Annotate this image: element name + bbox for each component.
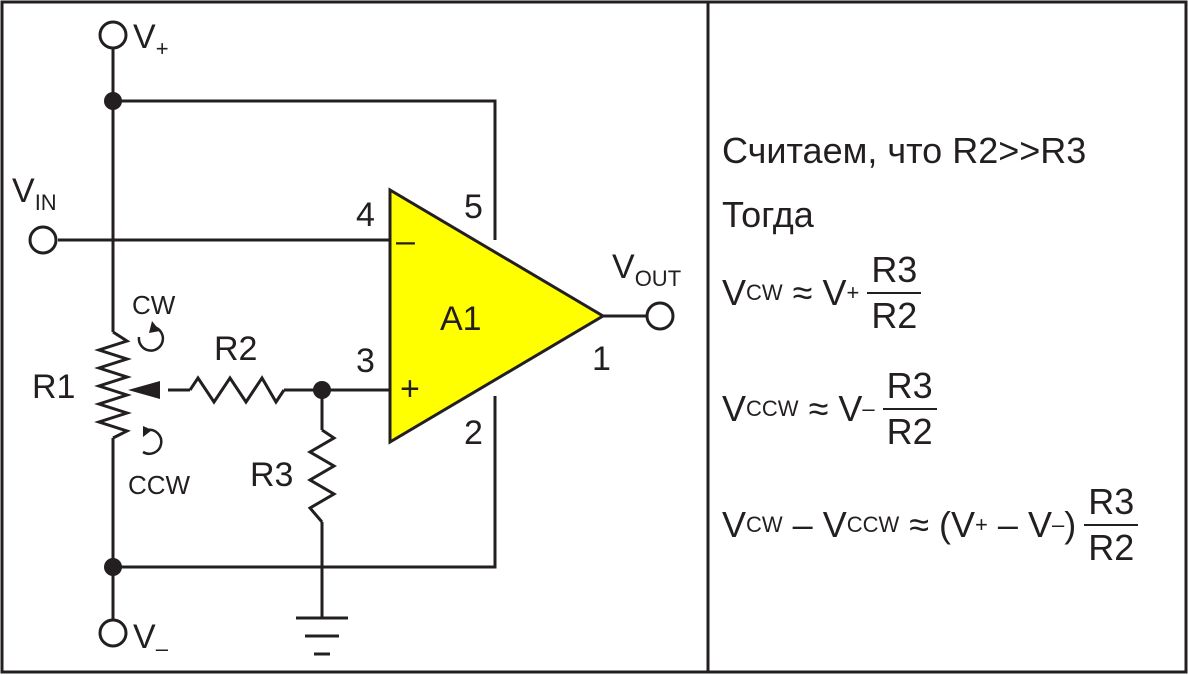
resistor-r3 <box>307 428 337 523</box>
pin-3-label: 3 <box>356 342 375 380</box>
noninverting-sign: + <box>400 370 420 408</box>
wires <box>58 48 646 620</box>
r1-label: R1 <box>32 368 75 406</box>
cw-label: CW <box>132 290 176 320</box>
vout-label: VOUT <box>612 248 681 291</box>
terminal-vin <box>28 225 58 255</box>
then-text: Тогда <box>722 194 814 235</box>
pin-4-label: 4 <box>356 196 375 234</box>
inverting-sign: – <box>396 222 415 260</box>
r3-label: R3 <box>250 456 293 494</box>
terminal-vplus <box>98 20 128 50</box>
ccw-rotation-icon <box>142 428 163 455</box>
resistor-r2 <box>188 375 286 405</box>
vplus-label: V+ <box>133 18 169 61</box>
wiper-arrow <box>128 381 160 399</box>
pin-5-label: 5 <box>464 188 483 226</box>
vin-label: VIN <box>12 172 57 215</box>
potentiometer-r1 <box>94 330 132 440</box>
ccw-label: CCW <box>128 470 191 500</box>
opamp-a1 <box>388 187 606 445</box>
assumption-text: Считаем, что R2>>R3 <box>722 130 1087 171</box>
terminal-vminus <box>98 618 128 648</box>
cw-rotation-icon <box>137 325 165 352</box>
junction-dot-bottom <box>104 558 122 576</box>
vminus-label: V– <box>133 618 169 661</box>
opamp-name: A1 <box>440 300 482 338</box>
junction-dot-r2-r3 <box>313 381 331 399</box>
r2-label: R2 <box>214 330 257 368</box>
cw-arrowhead-icon <box>149 321 160 333</box>
junction-dot-top <box>104 92 122 110</box>
ground-icon <box>296 616 348 656</box>
pin-2-label: 2 <box>464 414 483 452</box>
ccw-arrowhead-icon <box>143 426 152 437</box>
pin-1-label: 1 <box>592 340 611 378</box>
terminal-vout <box>645 301 675 331</box>
